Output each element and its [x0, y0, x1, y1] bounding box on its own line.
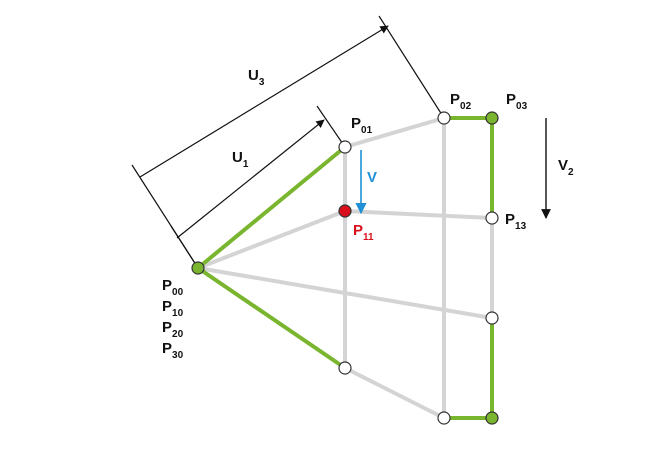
node-row2-right: [485, 311, 499, 325]
node-row3-mid: [437, 411, 451, 425]
node-row3-left: [338, 361, 352, 375]
mesh-top-edge: [343, 116, 446, 149]
u1-extension-left: [170, 225, 199, 269]
label-p01: P01: [351, 115, 373, 136]
label-p13: P13: [505, 211, 527, 232]
label-u3: U3: [248, 67, 265, 88]
label-p02: P02: [450, 91, 472, 112]
mesh-row-1: [196, 209, 347, 270]
label-p11: P11: [353, 222, 374, 243]
mesh-row-1b: [343, 209, 494, 220]
label-v: V: [367, 169, 377, 186]
label-p30: P30: [162, 340, 184, 361]
boundary-top-left: [196, 145, 347, 270]
label-p03: P03: [506, 91, 528, 112]
node-row3-right: [485, 411, 499, 425]
boundary-bottom-left: [196, 266, 347, 370]
boundary-curves: [196, 116, 494, 420]
u3-extension-right: [378, 15, 445, 119]
label-p00: P00: [162, 277, 184, 298]
dimension-u3: [131, 15, 445, 269]
u3-arrow: [139, 25, 389, 178]
node-p11: [338, 204, 352, 218]
label-p20: P20: [162, 319, 184, 340]
node-p02: [437, 111, 451, 125]
dimension-u1: [170, 105, 346, 269]
label-p10: P10: [162, 298, 184, 319]
node-p03: [485, 111, 499, 125]
control-points: [191, 111, 499, 425]
label-u1: U1: [232, 149, 249, 170]
mesh-bottom-edge: [343, 366, 446, 420]
node-p13: [485, 211, 499, 225]
u1-arrow: [176, 119, 325, 239]
control-mesh: [196, 116, 494, 420]
label-v2: V2: [558, 157, 574, 178]
node-p00: [191, 261, 205, 275]
node-p01: [338, 140, 352, 154]
u1-extension-right: [316, 105, 346, 148]
